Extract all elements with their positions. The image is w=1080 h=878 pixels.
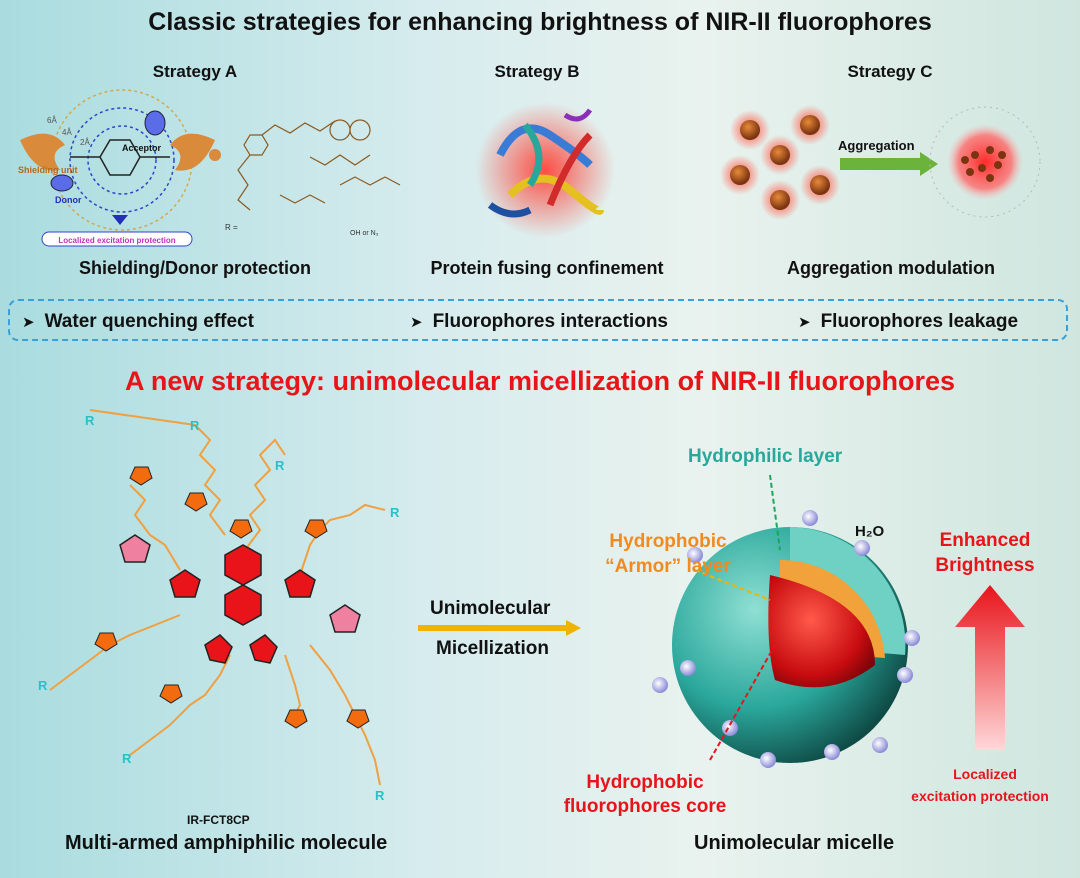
micelle-illustration — [652, 474, 920, 768]
new-strategy-title: A new strategy: unimolecular micellizati… — [124, 366, 956, 396]
molecule-illustration: R R R R R R R R= — [38, 409, 400, 803]
molecule-caption: Multi-armed amphiphilic molecule — [65, 832, 388, 854]
problem-fluorophore-leakage: ➤Fluorophores leakage — [798, 311, 1019, 332]
water-label: H₂O — [855, 523, 885, 540]
donor-label: Donor — [55, 195, 82, 205]
process-arrow — [418, 620, 581, 636]
bullet-arrow-icon: ➤ — [22, 314, 35, 331]
fluorophore-core — [768, 575, 875, 688]
donor-left — [50, 174, 74, 192]
strategy-b-caption: Protein fusing confinement — [430, 258, 664, 278]
shielding-unit-left — [20, 133, 65, 171]
protection-label-2: excitation protection — [911, 788, 1049, 804]
strategy-a-title: Strategy A — [152, 62, 238, 81]
page-title: Classic strategies for enhancing brightn… — [148, 8, 932, 36]
r-group-label: R — [38, 678, 48, 693]
brightness-arrow — [955, 585, 1025, 750]
aggregation-arrow — [840, 152, 938, 176]
strategy-a-caption: Shielding/Donor protection — [79, 258, 311, 278]
ring-label-2: 2Å — [80, 138, 90, 147]
process-line2: Micellization — [436, 638, 549, 659]
donor-right — [144, 110, 166, 136]
hydrophilic-label: Hydrophilic layer — [688, 446, 843, 467]
problem-fluorophore-interactions: ➤Fluorophores interactions — [410, 311, 668, 332]
bullet-arrow-icon: ➤ — [410, 314, 423, 331]
r-group-label: R — [390, 505, 400, 520]
r-group-label: R — [375, 788, 385, 803]
r-group-label: R — [122, 751, 132, 766]
micelle-caption: Unimolecular micelle — [694, 832, 895, 854]
aggregate-particle — [929, 106, 1041, 218]
problem-water-quenching: ➤Water quenching effect — [22, 311, 254, 332]
enhanced-label: Enhanced — [939, 530, 1031, 551]
oh-label: OH or N₃ — [350, 230, 379, 237]
strategy-c-illustration: Aggregation — [720, 105, 1041, 220]
bullet-arrow-icon: ➤ — [798, 314, 811, 331]
strategy-a-structure — [209, 119, 401, 211]
core-label-1: Hydrophobic — [586, 772, 704, 793]
brightness-label: Brightness — [935, 555, 1035, 576]
shielding-unit-label: Shielding unit — [18, 165, 78, 175]
strategy-c-title: Strategy C — [847, 62, 933, 81]
ring-label-6: 6Å — [47, 116, 57, 125]
hydrophobic-label-1: Hydrophobic — [609, 531, 727, 552]
strategy-c-caption: Aggregation modulation — [787, 258, 995, 278]
process-line1: Unimolecular — [430, 598, 551, 619]
dispersed-particles — [720, 105, 840, 220]
protection-label-1: Localized — [953, 766, 1017, 782]
molecule-name: IR-FCT8CP — [187, 813, 250, 827]
strategy-b-title: Strategy B — [494, 62, 580, 81]
hydrophobic-label-2: “Armor” layer — [605, 556, 731, 577]
r-label: R = — [225, 223, 238, 232]
r-group-label: R — [85, 413, 95, 428]
r-group-label: R — [275, 458, 285, 473]
shielding-unit-right — [170, 133, 215, 171]
r-group-label: R — [190, 418, 200, 433]
core-label-2: fluorophores core — [563, 796, 727, 817]
problems-box — [8, 299, 1068, 341]
strategy-a-illustration: Localized excitation protection Shieldin… — [18, 89, 401, 247]
acceptor-label: Acceptor — [122, 143, 162, 153]
strategy-b-illustration — [475, 102, 615, 238]
ring-label-4: 4Å — [62, 128, 72, 137]
aggregation-label: Aggregation — [838, 138, 915, 153]
localized-excitation-label: Localized excitation protection — [58, 236, 175, 245]
